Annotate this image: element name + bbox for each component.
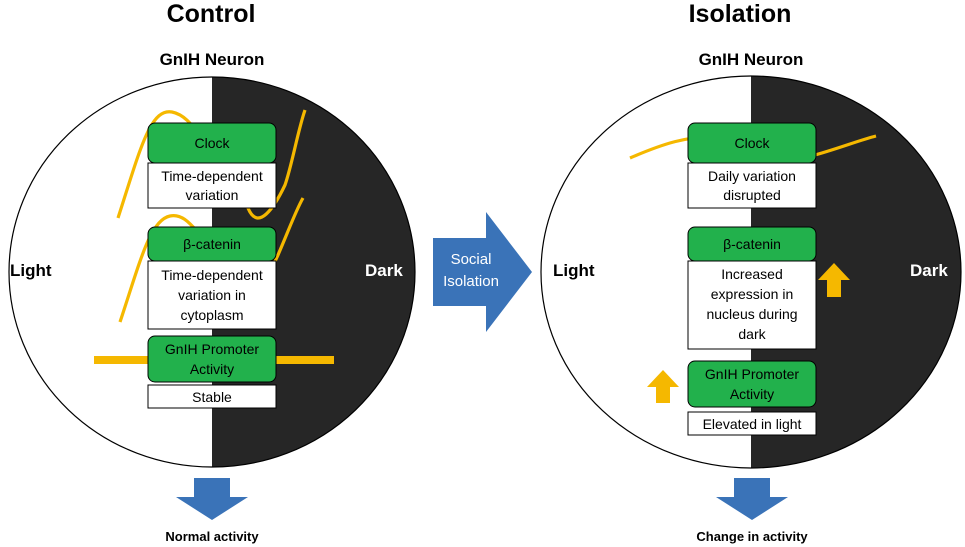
isolation-promoter-box	[687, 360, 817, 408]
control-light-label: Light	[10, 261, 52, 280]
isolation-dark-label: Dark	[910, 261, 948, 280]
isolation-promoter-label-1: GnIH Promoter	[705, 366, 799, 382]
social-isolation-arrow	[433, 212, 532, 332]
control-catenin-label: β-catenin	[183, 236, 241, 252]
control-catenin-desc-box	[147, 260, 277, 330]
control-clock-desc-2: variation	[186, 187, 239, 203]
control-title: Control	[167, 0, 256, 28]
catenin-increase-arrow	[818, 263, 850, 297]
isolation-clock-label: Clock	[734, 135, 770, 151]
social-isolation-label-2: Isolation	[443, 273, 499, 290]
control-output-arrow	[176, 478, 248, 520]
isolation-clock-desc-1: Daily variation	[708, 168, 796, 184]
isolation-catenin-desc-1: Increased	[721, 266, 782, 282]
control-catenin-desc-1: Time-dependent	[161, 267, 263, 283]
control-clock-desc-1: Time-dependent	[161, 168, 263, 184]
isolation-promoter-label-2: Activity	[730, 386, 774, 402]
isolation-output-label: Change in activity	[696, 529, 808, 544]
isolation-catenin-label: β-catenin	[723, 236, 781, 252]
isolation-promoter-desc-box	[687, 411, 817, 436]
control-promoter-desc-box	[147, 384, 277, 409]
control-catenin-desc-2: variation in	[178, 287, 246, 303]
control-clock-label: Clock	[194, 135, 230, 151]
control-promoter-label-1: GnIH Promoter	[165, 341, 259, 357]
isolation-catenin-desc-box	[687, 260, 817, 350]
isolation-catenin-desc-2: expression in	[711, 286, 794, 302]
control-promoter-box	[147, 335, 277, 383]
promoter-increase-arrow	[647, 370, 679, 403]
isolation-light-label: Light	[553, 261, 595, 280]
isolation-catenin-desc-4: dark	[738, 326, 766, 342]
isolation-promoter-desc: Elevated in light	[703, 416, 802, 432]
control-neuron-label: GnIH Neuron	[160, 50, 265, 69]
isolation-output-arrow	[716, 478, 788, 520]
control-promoter-desc: Stable	[192, 389, 232, 405]
isolation-catenin-desc-3: nucleus during	[706, 306, 797, 322]
control-clock-desc-box	[147, 162, 277, 209]
control-catenin-desc-3: cytoplasm	[180, 307, 243, 323]
isolation-title: Isolation	[689, 0, 792, 28]
control-dark-label: Dark	[365, 261, 403, 280]
social-isolation-label-1: Social	[451, 251, 492, 268]
control-output-label: Normal activity	[165, 529, 259, 544]
control-promoter-label-2: Activity	[190, 361, 234, 377]
isolation-clock-desc-2: disrupted	[723, 187, 781, 203]
isolation-neuron-label: GnIH Neuron	[699, 50, 804, 69]
isolation-clock-desc-box	[687, 162, 817, 209]
